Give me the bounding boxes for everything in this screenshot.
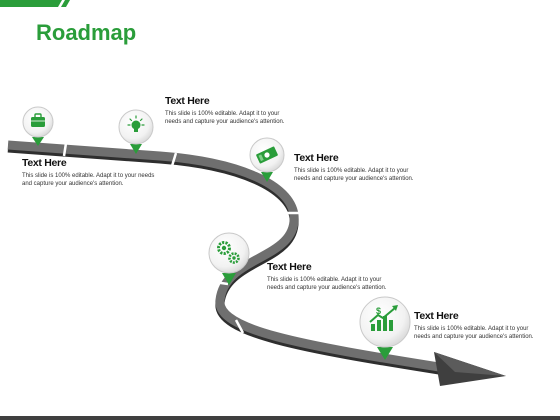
gears-icon [217, 241, 240, 264]
top-accent [0, 0, 70, 7]
road-gaps [62, 142, 302, 334]
svg-text:$: $ [376, 306, 381, 316]
milestone-2-pin [118, 109, 154, 154]
road-path [7, 140, 446, 373]
milestone-3-text: Text Here This slide is 100% editable. A… [294, 152, 424, 183]
milestone-3-heading: Text Here [294, 152, 339, 164]
lightbulb-icon [127, 115, 145, 132]
milestone-2-heading: Text Here [165, 95, 210, 107]
milestone-2-body: This slide is 100% editable. Adapt it to… [165, 111, 285, 125]
page-title: Roadmap [36, 20, 137, 45]
milestone-1-body: This slide is 100% editable. Adapt it to… [22, 173, 155, 187]
milestone-5-text: Text Here This slide is 100% editable. A… [414, 310, 546, 341]
milestone-3-body: This slide is 100% editable. Adapt it to… [294, 168, 414, 182]
footer-bar [0, 416, 560, 420]
milestone-5-heading: Text Here [414, 310, 459, 322]
milestone-4-text: Text Here This slide is 100% editable. A… [267, 261, 397, 292]
milestone-4-pin [208, 232, 250, 285]
milestone-1-text: Text Here This slide is 100% editable. A… [22, 157, 157, 188]
briefcase-icon [31, 113, 45, 127]
growth-chart-icon: $ [369, 305, 398, 331]
milestone-4-body: This slide is 100% editable. Adapt it to… [267, 277, 387, 291]
milestone-5-body: This slide is 100% editable. Adapt it to… [414, 326, 534, 340]
milestone-4-heading: Text Here [267, 261, 312, 273]
money-icon [256, 146, 278, 164]
milestone-1-heading: Text Here [22, 157, 67, 169]
milestone-3-pin [249, 137, 285, 182]
milestone-1-pin [22, 106, 54, 146]
milestone-5-pin: $ [359, 296, 411, 360]
milestone-2-text: Text Here This slide is 100% editable. A… [165, 95, 295, 126]
